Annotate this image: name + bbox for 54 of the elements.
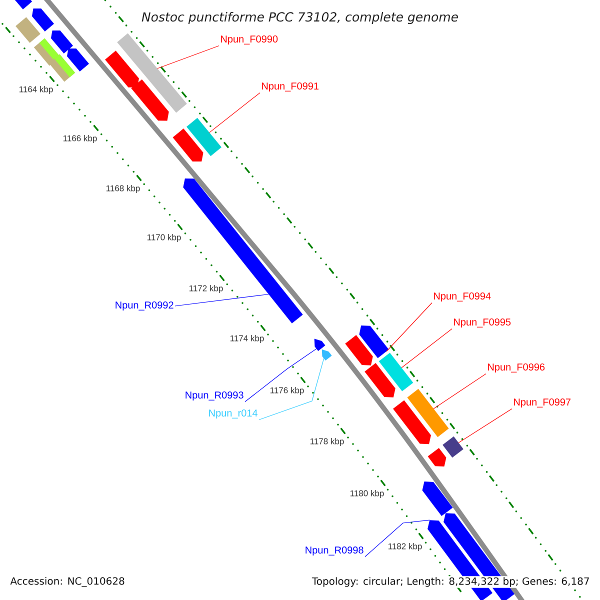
leader-line bbox=[258, 358, 324, 420]
leader-line bbox=[174, 294, 269, 306]
leader-line bbox=[244, 348, 317, 402]
gene-feature bbox=[50, 30, 74, 54]
gene-feature bbox=[442, 436, 464, 458]
leader-line bbox=[209, 92, 260, 133]
leader-line bbox=[386, 302, 432, 352]
gene-label: Npun_F0996 bbox=[488, 363, 545, 373]
gene-feature bbox=[48, 54, 76, 82]
gene-feature bbox=[117, 33, 187, 113]
gene-feature bbox=[186, 118, 222, 156]
title: Nostoc punctiforme PCC 73102, complete genome bbox=[140, 10, 460, 26]
leader-line bbox=[157, 45, 220, 69]
gene-feature bbox=[105, 50, 139, 88]
leader-line bbox=[401, 328, 452, 368]
gene-feature bbox=[428, 448, 446, 466]
scale-label: 1172 kbp bbox=[189, 285, 223, 293]
gene-feature bbox=[66, 48, 90, 72]
gene-feature bbox=[422, 481, 453, 516]
leader-line bbox=[433, 373, 486, 410]
gene-feature bbox=[364, 363, 396, 398]
gene-feature bbox=[378, 352, 414, 392]
gene-feature bbox=[131, 79, 169, 121]
gene-label: Npun_R0992 bbox=[116, 301, 174, 311]
scale-label: 1178 kbp bbox=[310, 438, 344, 446]
scale-label: 1166 kbp bbox=[63, 135, 97, 143]
scale-label: 1182 kbp bbox=[388, 543, 422, 551]
gene-label: Npun_F0994 bbox=[434, 292, 491, 302]
scale-label: 1176 kbp bbox=[270, 387, 304, 395]
scale-label: 1180 kbp bbox=[350, 490, 384, 498]
scale-label: 1164 kbp bbox=[19, 86, 53, 94]
gene-feature bbox=[407, 388, 449, 438]
gene-label: Npun_F0995 bbox=[454, 318, 511, 328]
gene-label: Npun_r014 bbox=[209, 409, 258, 419]
gene-feature bbox=[183, 178, 303, 324]
leader-line bbox=[458, 408, 512, 444]
gene-feature bbox=[345, 335, 373, 366]
footer-text: Accession: NC_010628 bbox=[9, 576, 126, 588]
scale-label: 1168 kbp bbox=[106, 185, 140, 193]
gene-feature bbox=[16, 17, 40, 43]
gene-feature bbox=[322, 349, 332, 361]
leader-line bbox=[364, 520, 430, 558]
scale-label: 1174 kbp bbox=[230, 335, 264, 343]
gene-label: Npun_R0998 bbox=[306, 546, 364, 556]
gene-feature bbox=[393, 400, 431, 444]
gene-feature bbox=[359, 326, 389, 358]
gene-label: Npun_F0997 bbox=[514, 398, 571, 408]
gene-label: Npun_F0990 bbox=[221, 35, 278, 45]
gene-feature bbox=[32, 8, 54, 32]
gene-label: Npun_F0991 bbox=[262, 82, 319, 92]
gene-feature bbox=[314, 338, 326, 351]
footer-text: Topology: circular; Length: 8,234,322 bp; Genes: 6,187 bbox=[310, 576, 591, 588]
gene-label: Npun_R0993 bbox=[186, 391, 244, 401]
gene-feature bbox=[172, 128, 204, 162]
